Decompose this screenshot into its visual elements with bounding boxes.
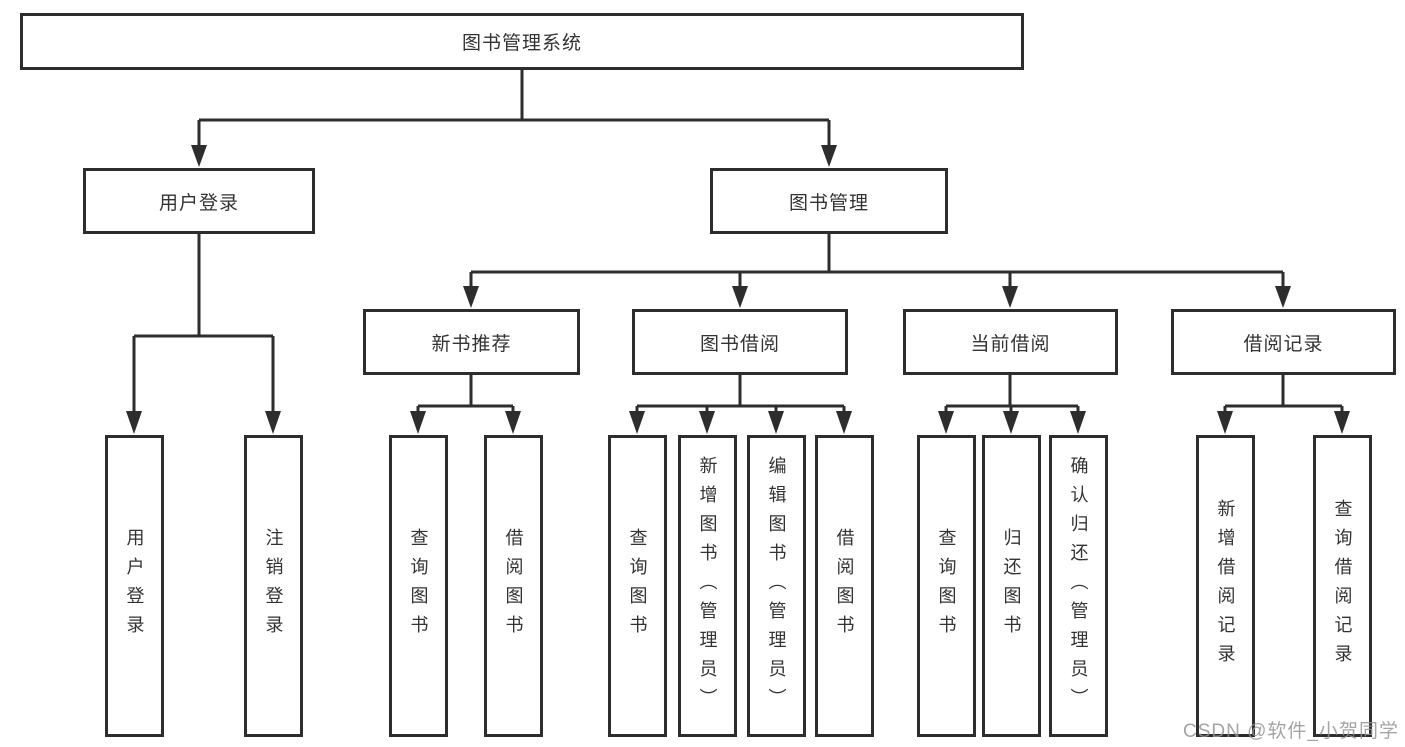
node-book-management: 图书管理 [710,168,948,234]
leaf-borrowing-query-books: 查询图书 [608,435,667,737]
leaf-borrowing-borrow-books: 借阅图书 [815,435,874,737]
leaf-current-query-books: 查询图书 [917,435,976,737]
node-library-system: 图书管理系统 [20,13,1024,70]
node-borrowing-records: 借阅记录 [1171,309,1396,375]
leaf-recommend-borrow-books: 借阅图书 [484,435,543,737]
leaf-add-borrow-record: 新增借阅记录 [1196,435,1255,737]
leaf-logout: 注销登录 [244,435,303,737]
leaf-edit-books-admin: 编辑图书（管理员） [747,435,806,737]
node-current-borrowing: 当前借阅 [903,309,1118,375]
leaf-add-books-admin: 新增图书（管理员） [678,435,737,737]
leaf-user-login: 用户登录 [105,435,164,737]
node-book-borrowing: 图书借阅 [632,309,848,375]
leaf-query-borrow-record: 查询借阅记录 [1313,435,1372,737]
leaf-recommend-query-books: 查询图书 [389,435,448,737]
node-new-book-recommend: 新书推荐 [363,309,580,375]
csdn-watermark: CSDN @软件_小贺同学 [1183,721,1399,742]
leaf-confirm-return-admin: 确认归还（管理员） [1049,435,1108,737]
arrowheads [126,145,1350,434]
node-user-login: 用户登录 [83,168,315,234]
leaf-return-books: 归还图书 [982,435,1041,737]
